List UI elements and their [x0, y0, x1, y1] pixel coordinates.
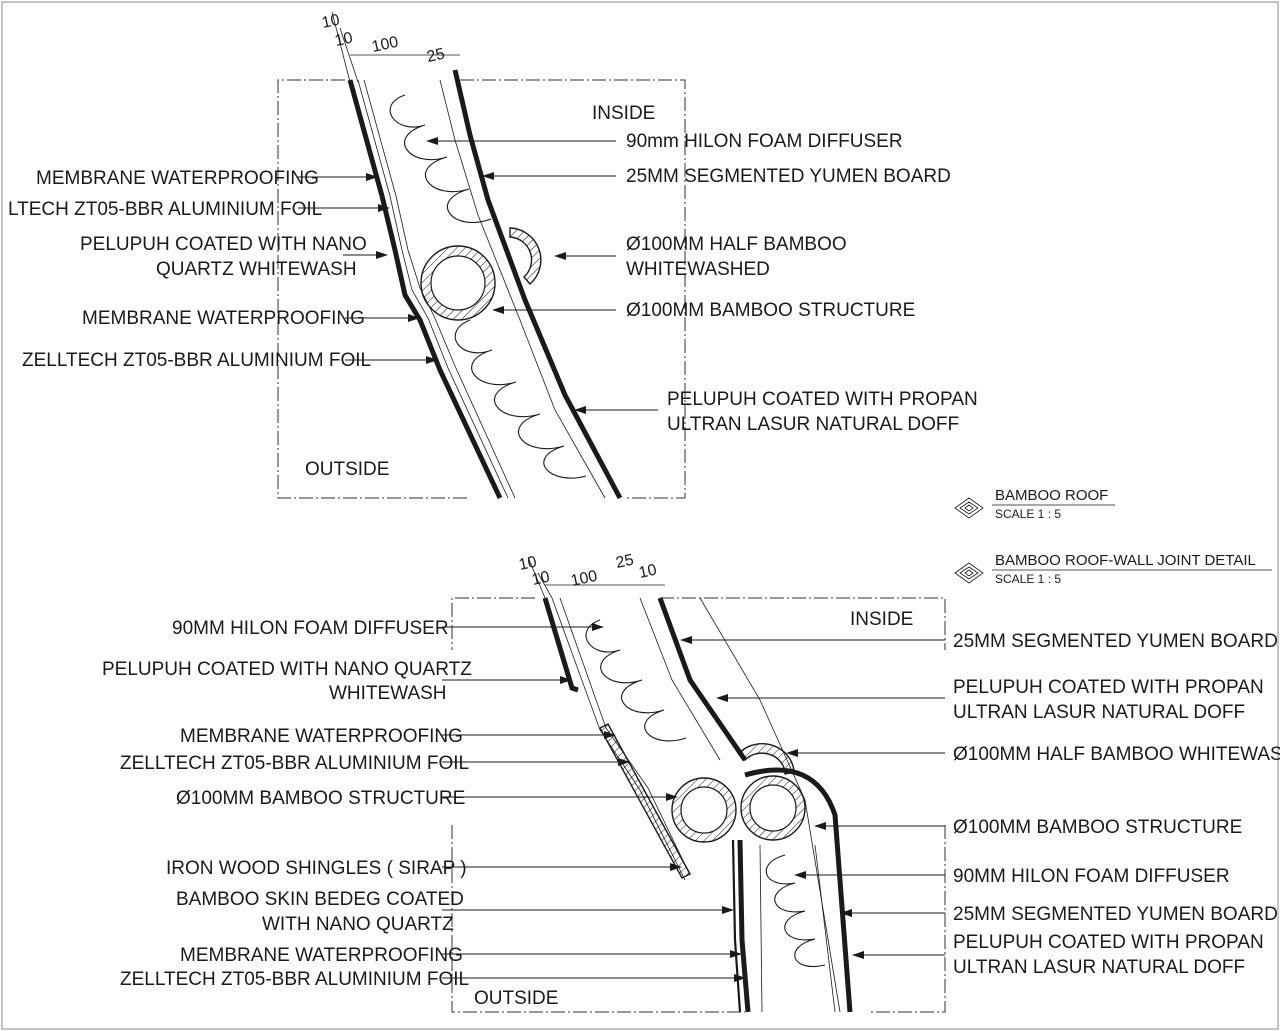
- dim-joint-10-a: 10: [517, 554, 538, 574]
- label-joint-bamboo-left: Ø100MM BAMBOO STRUCTURE: [176, 788, 465, 809]
- dim-100: 100: [370, 34, 400, 56]
- scale-bamboo-roof: SCALE 1 : 5: [995, 507, 1061, 521]
- label-joint-yumen-1: 25MM SEGMENTED YUMEN BOARD: [953, 631, 1278, 652]
- foam-diffuser-lower: [454, 319, 587, 479]
- joint-inner-sloped: [639, 597, 721, 761]
- label-membrane-2: MEMBRANE WATERPROOFING: [82, 308, 365, 329]
- half-bamboo: [509, 227, 542, 285]
- label-joint-propan-2b: ULTRAN LASUR NATURAL DOFF: [953, 957, 1245, 978]
- zone-outside-joint: OUTSIDE: [474, 988, 558, 1009]
- label-joint-propan-2a: PELUPUH COATED WITH PROPAN: [953, 932, 1264, 953]
- box-joint-bottom-right: [870, 825, 946, 1013]
- joint-foam-sloped: [585, 619, 687, 742]
- foam-diffuser-upper: [389, 94, 492, 224]
- title-block-roof: BAMBOO ROOF SCALE 1 : 5: [954, 487, 1115, 521]
- label-half-bamboo-b: WHITEWASHED: [626, 259, 770, 280]
- label-pelupuh-1b: QUARTZ WHITEWASH: [156, 259, 357, 280]
- pelupuh-line: [363, 79, 516, 499]
- box-joint-bottom-left: [451, 825, 745, 1013]
- bamboo-structure-core: [430, 255, 486, 311]
- label-joint-foam-left: 90MM HILON FOAM DIFFUSER: [172, 618, 449, 639]
- label-joint-pelupuh-b: WHITEWASH: [329, 683, 447, 704]
- labels-left-joint: 90MM HILON FOAM DIFFUSER PELUPUH COATED …: [102, 618, 746, 990]
- label-joint-shingles: IRON WOOD SHINGLES ( SIRAP ): [166, 858, 467, 879]
- label-joint-bedeg-a: BAMBOO SKIN BEDEG COATED: [176, 889, 464, 910]
- section-box-right: [460, 79, 686, 499]
- scale-joint-detail: SCALE 1 : 5: [995, 572, 1061, 586]
- zone-outside-roof: OUTSIDE: [305, 459, 389, 480]
- label-joint-pelupuh-a: PELUPUH COATED WITH NANO QUARTZ: [102, 659, 472, 680]
- detail-joint: 10 10 100 25 10 INSIDE OUTSIDE 90MM HILO…: [102, 552, 1280, 1013]
- outer-membrane: [347, 79, 503, 500]
- label-membrane-1: MEMBRANE WATERPROOFING: [36, 168, 319, 189]
- inner-line: [439, 79, 606, 499]
- detail-roof: 10 10 100 25 INSIDE OUTSIDE MEMBRANE WAT…: [8, 12, 978, 500]
- labels-right-roof: 90mm HILON FOAM DIFFUSER 25MM SEGMENTED …: [426, 131, 978, 435]
- box-joint-top-left: [451, 597, 535, 650]
- dim-joint-100: 100: [569, 568, 599, 590]
- label-joint-half-bamboo: Ø100MM HALF BAMBOO WHITEWASHED: [953, 744, 1280, 765]
- joint-wall-yumen: [744, 767, 853, 1013]
- label-half-bamboo-a: Ø100MM HALF BAMBOO: [626, 234, 847, 255]
- labels-left-roof: MEMBRANE WATERPROOFING LTECH ZT05-BBR AL…: [8, 168, 438, 371]
- label-joint-propan-1b: ULTRAN LASUR NATURAL DOFF: [953, 702, 1245, 723]
- label-joint-bedeg-b: WITH NANO QUARTZ: [262, 914, 454, 935]
- label-joint-membrane-1: MEMBRANE WATERPROOFING: [180, 726, 463, 747]
- box-joint-top-right: [660, 597, 946, 650]
- dimensions-joint: 10 10 100 25 10: [517, 552, 665, 599]
- zone-inside-joint: INSIDE: [850, 609, 913, 630]
- label-foam-1: 90mm HILON FOAM DIFFUSER: [626, 131, 903, 152]
- dim-joint-10-c: 10: [637, 562, 658, 582]
- dimensions-roof: 10 10 100 25: [320, 12, 460, 83]
- label-foil-1: LTECH ZT05-BBR ALUMINIUM FOIL: [8, 199, 322, 220]
- foil-line: [357, 79, 509, 499]
- label-pelupuh-1a: PELUPUH COATED WITH NANO: [80, 234, 367, 255]
- joint-pelupuh: [559, 597, 691, 876]
- label-joint-foil-2: ZELLTECH ZT05-BBR ALUMINIUM FOIL: [120, 969, 469, 990]
- label-joint-foil-1: ZELLTECH ZT05-BBR ALUMINIUM FOIL: [120, 753, 469, 774]
- dim-joint-10-b: 10: [530, 569, 551, 589]
- label-joint-bamboo-right: Ø100MM BAMBOO STRUCTURE: [953, 817, 1242, 838]
- label-propan-1b: ULTRAN LASUR NATURAL DOFF: [667, 414, 959, 435]
- joint-wall-inner-2: [814, 844, 836, 1013]
- label-joint-membrane-2: MEMBRANE WATERPROOFING: [180, 945, 463, 966]
- title-bamboo-roof: BAMBOO ROOF: [995, 487, 1108, 504]
- title-block-joint: BAMBOO ROOF-WALL JOINT DETAIL SCALE 1 : …: [954, 552, 1272, 586]
- dim-10-a: 10: [320, 12, 341, 32]
- joint-wall-bedeg: [731, 839, 742, 1013]
- label-propan-1a: PELUPUH COATED WITH PROPAN: [667, 389, 978, 410]
- joint-wall-membrane: [737, 839, 751, 1013]
- label-joint-yumen-2: 25MM SEGMENTED YUMEN BOARD: [953, 904, 1278, 925]
- joint-foam-wall: [765, 854, 826, 967]
- joint-yumen-sloped: [657, 597, 748, 762]
- labels-right-joint: 25MM SEGMENTED YUMEN BOARD PELUPUH COATE…: [680, 631, 1280, 978]
- joint-wall-inner: [759, 844, 763, 1013]
- dim-25: 25: [425, 46, 446, 66]
- dim-10-b: 10: [333, 30, 354, 50]
- dim-joint-25: 25: [614, 552, 635, 572]
- zone-inside-roof: INSIDE: [592, 103, 655, 124]
- yumen-board: [452, 69, 623, 500]
- label-yumen-1: 25MM SEGMENTED YUMEN BOARD: [626, 166, 951, 187]
- title-joint-detail: BAMBOO ROOF-WALL JOINT DETAIL: [995, 552, 1256, 569]
- label-bamboo-structure-1: Ø100MM BAMBOO STRUCTURE: [626, 300, 915, 321]
- joint-outer-membrane: [542, 597, 579, 693]
- label-joint-propan-1a: PELUPUH COATED WITH PROPAN: [953, 677, 1264, 698]
- label-joint-foam-right: 90MM HILON FOAM DIFFUSER: [953, 866, 1230, 887]
- label-foil-2: ZELLTECH ZT05-BBR ALUMINIUM FOIL: [22, 350, 371, 371]
- section-box-left: [277, 79, 470, 499]
